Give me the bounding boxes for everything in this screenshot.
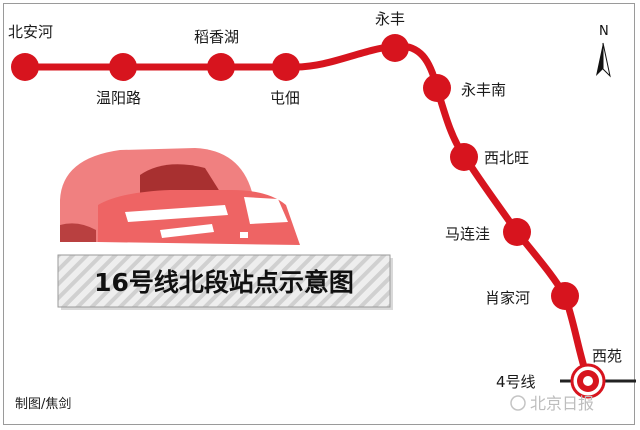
station-label: 肖家河: [485, 289, 530, 307]
station-daoxianghu[interactable]: 稻香湖: [194, 28, 239, 81]
station-label: 永丰南: [461, 81, 506, 99]
wechat-icon: [510, 395, 526, 411]
map-title: 16号线北段站点示意图: [94, 268, 354, 297]
station-yongfengnan[interactable]: 永丰南: [423, 74, 506, 102]
compass-label: N: [599, 24, 609, 39]
station-label: 永丰: [375, 10, 405, 28]
station-malianwa[interactable]: 马连洼: [445, 218, 531, 246]
station-label: 北安河: [8, 23, 53, 41]
station-tundian[interactable]: 屯佃: [270, 53, 300, 107]
title-banner: 16号线北段站点示意图: [57, 254, 393, 310]
station-xiaojiahe[interactable]: 肖家河: [485, 282, 579, 310]
credit-text: 制图/焦剑: [15, 396, 71, 412]
station-label: 西苑: [592, 347, 622, 365]
station-label: 西北旺: [484, 149, 529, 167]
station-label: 马连洼: [445, 225, 490, 243]
watermark: 北京日报: [510, 394, 594, 413]
station-xiyuan-transfer[interactable]: 西苑: [570, 347, 622, 399]
watermark-text: 北京日报: [530, 394, 594, 413]
transfer-line-label: 4号线: [496, 373, 536, 391]
station-label: 屯佃: [270, 89, 300, 107]
station-wenyanglu[interactable]: 温阳路: [96, 53, 141, 107]
station-yongfeng[interactable]: 永丰: [375, 10, 409, 62]
station-xibeiwang[interactable]: 西北旺: [450, 143, 529, 171]
station-label: 温阳路: [96, 89, 141, 107]
train-tunnel-icon: [60, 148, 300, 245]
station-beianhe[interactable]: 北安河: [8, 23, 53, 81]
station-label: 稻香湖: [194, 28, 239, 46]
north-arrow-icon: N: [596, 24, 611, 78]
